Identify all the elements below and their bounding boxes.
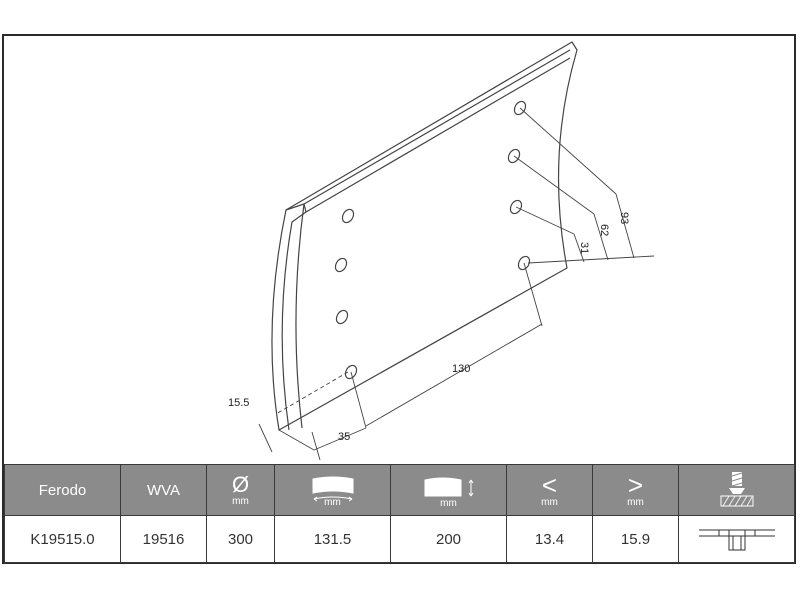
lining-outline: [271, 41, 578, 431]
dim-31: 31: [578, 242, 590, 254]
rivet-hole: [341, 208, 355, 224]
header-width: mm: [274, 464, 391, 516]
header-diameter: Ø mm: [206, 464, 275, 516]
min-symbol: <: [541, 469, 558, 500]
value-wva: 19516: [120, 515, 207, 563]
lining-height-icon: [424, 477, 473, 496]
lining-thickness-edge: [295, 203, 305, 429]
rivet-tool-icon: [720, 472, 753, 507]
value-part-number: K19515.0: [4, 515, 121, 563]
value-min-thickness: 13.4: [506, 515, 593, 563]
table-row: K19515.0 19516 300 131.5 200 13.4 15.9: [4, 515, 795, 563]
rivet-hole: [507, 148, 521, 164]
curved-lining-width-icon: [312, 476, 353, 501]
rivet-profile-icon: [698, 529, 775, 551]
height-unit: mm: [440, 497, 457, 509]
header-wva: WVA: [120, 464, 207, 516]
value-rivet-profile: [678, 515, 795, 563]
dim-15-5: 15.5: [228, 397, 249, 409]
dim-35: 35: [338, 431, 350, 443]
header-rivet: [678, 464, 795, 516]
diameter-unit: mm: [232, 495, 249, 507]
rivet-hole: [335, 309, 349, 325]
lining-front-face: [281, 203, 307, 431]
min-unit: mm: [541, 496, 558, 508]
lining-top-edge: [303, 49, 571, 205]
header-manufacturer: Ferodo: [4, 464, 121, 516]
value-max-thickness: 15.9: [592, 515, 679, 563]
width-unit: mm: [324, 496, 341, 508]
header-max-thickness: > mm: [592, 464, 679, 516]
brake-lining-diagram: 31 62 93 130 35 15.5: [228, 41, 655, 461]
rivet-hole: [517, 255, 531, 271]
rivet-hole: [509, 199, 523, 215]
drawing-frame: 31 62 93 130 35 15.5 Ferodo WVA Ø mm: [2, 34, 796, 564]
header-min-thickness: < mm: [506, 464, 593, 516]
dim-93: 93: [618, 212, 630, 224]
diameter-symbol: Ø: [231, 471, 250, 497]
lining-inner-top: [305, 57, 571, 213]
max-symbol: >: [627, 469, 644, 500]
rivet-hole: [513, 100, 527, 116]
value-diameter: 300: [206, 515, 275, 563]
rivet-hole: [344, 364, 358, 380]
header-height: mm: [390, 464, 507, 516]
dim-62: 62: [598, 224, 610, 236]
table-header-row: Ferodo WVA Ø mm mm mm: [4, 464, 795, 516]
rivet-hole: [334, 257, 348, 273]
technical-drawing: 31 62 93 130 35 15.5: [4, 36, 794, 464]
max-unit: mm: [627, 496, 644, 508]
value-width: 131.5: [274, 515, 391, 563]
spec-table: Ferodo WVA Ø mm mm mm: [4, 464, 795, 563]
value-height: 200: [390, 515, 507, 563]
dim-130: 130: [452, 363, 470, 375]
